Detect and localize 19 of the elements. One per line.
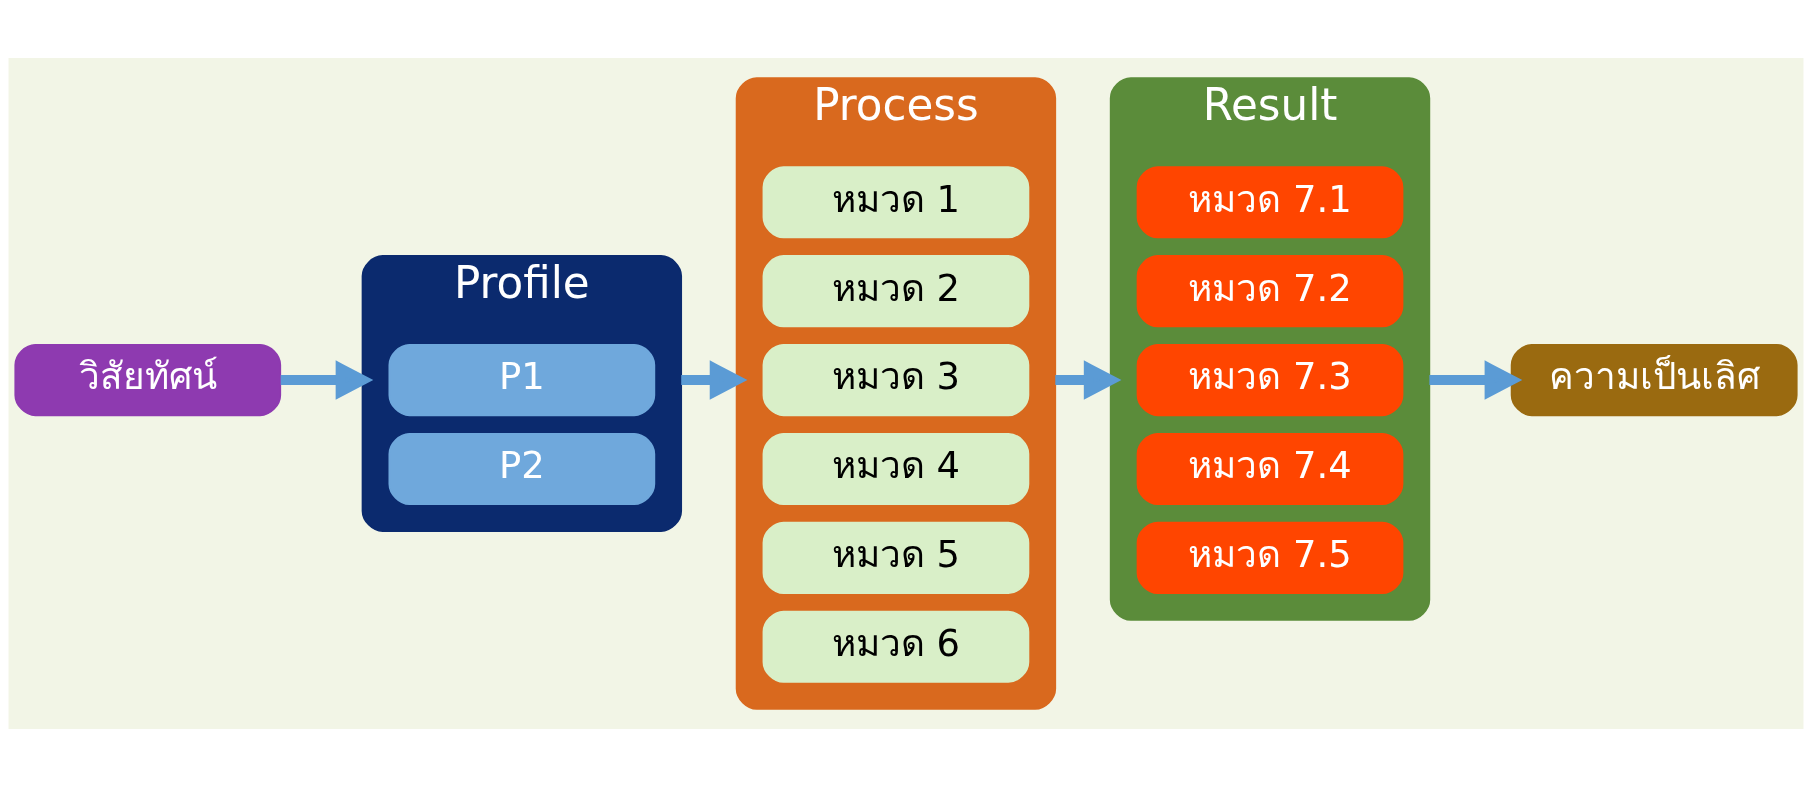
- node-box: หมวด 7.1: [1136, 166, 1404, 239]
- node-box: หมวด 7.3: [1136, 344, 1404, 417]
- node-box: P1: [388, 344, 656, 417]
- arrow: [681, 360, 748, 400]
- node-box: หมวด 6: [762, 610, 1030, 683]
- node-box: หมวด 5: [762, 521, 1030, 594]
- arrow: [280, 360, 374, 400]
- arrow: [1429, 360, 1523, 400]
- node-box: ความเป็นเลิศ: [1510, 344, 1798, 417]
- node-box: หมวด 1: [762, 166, 1030, 239]
- node-box: P2: [388, 432, 656, 506]
- node-box: หมวด 2: [762, 255, 1030, 328]
- node-box: หมวด 3: [762, 344, 1030, 417]
- node-box: วิสัยทัศน์: [14, 344, 282, 417]
- node-box: หมวด 4: [762, 432, 1030, 506]
- node-box: หมวด 7.5: [1136, 521, 1404, 594]
- arrow: [1055, 360, 1122, 400]
- node-box: หมวด 7.4: [1136, 432, 1404, 506]
- node-box: หมวด 7.2: [1136, 255, 1404, 328]
